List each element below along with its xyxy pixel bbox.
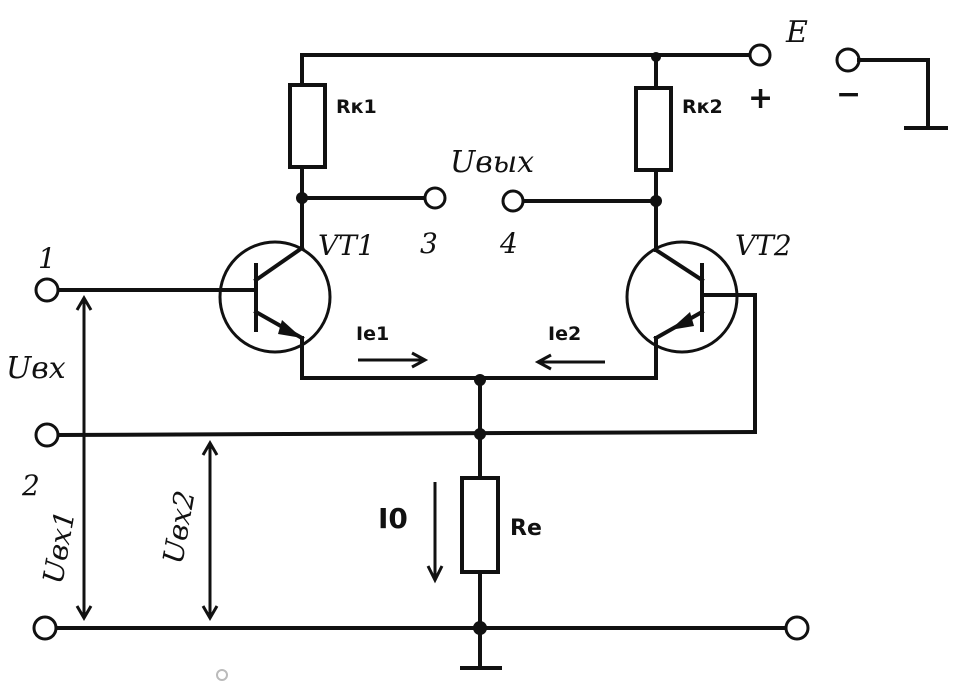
terminal-2[interactable]: [34, 422, 60, 448]
terminal-1-label: 1: [38, 242, 56, 275]
u-in1-arrow: [75, 295, 93, 621]
ie1-label: Ie1: [356, 323, 389, 345]
u-out-label: Uвых: [450, 145, 534, 180]
terminal-4[interactable]: [501, 189, 525, 213]
terminal-supply-minus[interactable]: [835, 47, 861, 73]
terminal-4-label: 4: [499, 227, 518, 260]
i0-label: I0: [378, 502, 408, 535]
terminal-1[interactable]: [34, 277, 60, 303]
vt1-label: VT1: [318, 229, 375, 262]
terminal-2-label: 2: [21, 469, 40, 502]
terminal-supply-plus[interactable]: [748, 43, 772, 67]
re-label: Re: [510, 516, 542, 541]
u-in-label: Uвх: [6, 351, 66, 386]
supply-rail: [300, 52, 754, 90]
supply-plus-label: +: [748, 81, 773, 116]
u-in2-arrow: [201, 440, 219, 621]
supply-e-label: E: [785, 15, 808, 50]
current-arrow-ie2: [534, 353, 605, 371]
rk1-label: Rк1: [336, 96, 377, 118]
current-arrow-ie1: [358, 351, 429, 369]
stray-mark: [216, 669, 228, 681]
terminal-bottom-right[interactable]: [784, 615, 810, 641]
u-in1-label: Uвх1: [36, 508, 81, 586]
collector-wires: [296, 165, 662, 252]
rk2-label: Rк2: [682, 96, 723, 118]
ground-rail: [55, 621, 789, 670]
resistor-re: [460, 476, 500, 574]
u-in2-label: Uвх2: [156, 488, 201, 566]
terminal-3-label: 3: [420, 227, 438, 260]
resistor-rk2: [634, 86, 673, 172]
current-arrow-i0: [426, 482, 444, 584]
transistor-vt1: [218, 240, 332, 380]
resistor-rk1: [288, 83, 327, 169]
terminal-bottom-left[interactable]: [32, 615, 58, 641]
vt2-label: VT2: [735, 229, 792, 262]
terminal-3[interactable]: [423, 186, 447, 210]
supply-ground: [857, 58, 948, 130]
supply-minus-label: −: [836, 77, 861, 112]
input-2-wire: [54, 428, 758, 440]
ie2-label: Ie2: [548, 323, 581, 345]
transistor-vt2: [625, 240, 757, 434]
